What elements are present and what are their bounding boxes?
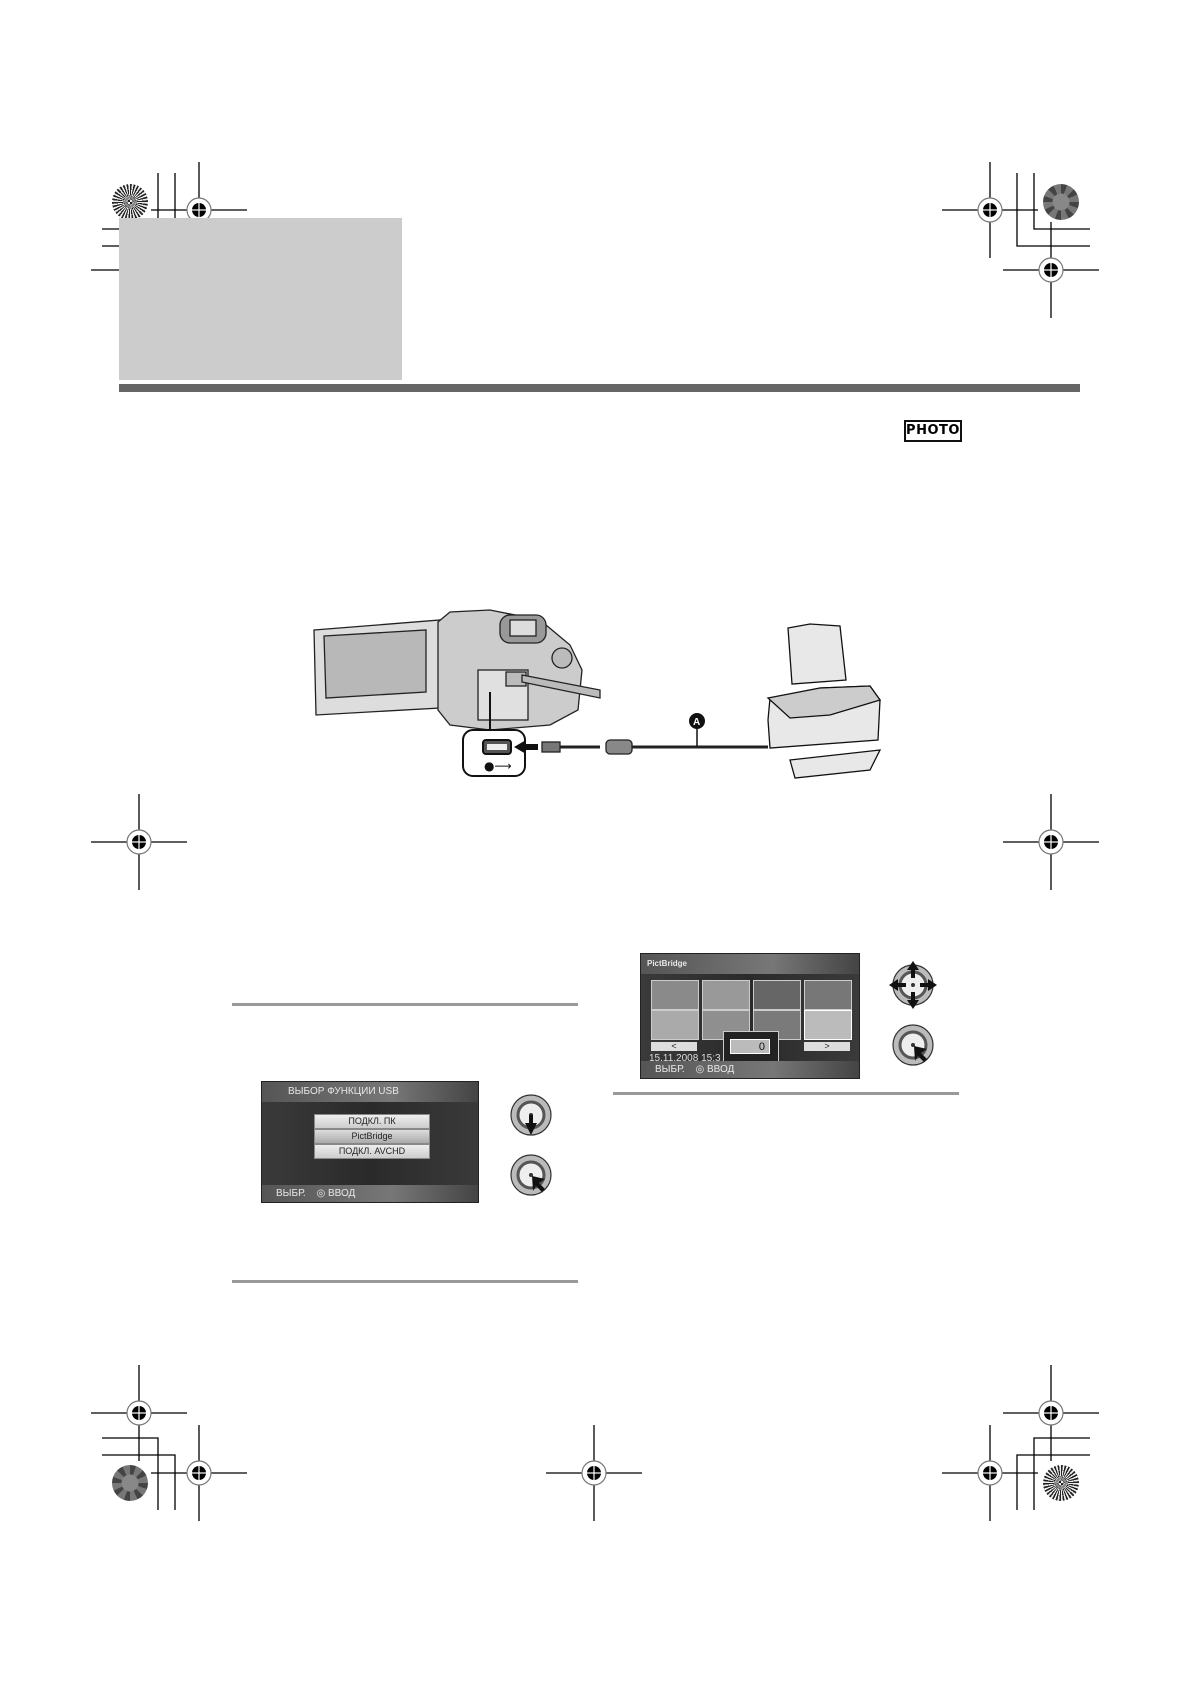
step-separator — [613, 1092, 959, 1095]
insert-arrow-icon — [514, 740, 538, 754]
step-separator — [232, 1280, 578, 1283]
photo-thumbnail[interactable] — [651, 980, 699, 1010]
step-separator — [232, 1003, 578, 1006]
footer-select-label: ВЫБР. — [276, 1188, 306, 1199]
printer — [766, 623, 882, 779]
joystick-press-icon: ◎ — [695, 1064, 705, 1075]
footer-select-label: ВЫБР. — [655, 1064, 685, 1075]
screen-footer: ВЫБР. ◎ ВВОД — [641, 1061, 859, 1078]
title-rule — [119, 384, 1080, 392]
menu-item-pictbridge[interactable]: PictBridge — [314, 1129, 430, 1144]
screen-footer: ВЫБР. ◎ ВВОД — [262, 1185, 478, 1202]
menu-item-avchd-connect[interactable]: ПОДКЛ. AVCHD — [314, 1144, 430, 1159]
photo-thumbnail[interactable] — [702, 980, 750, 1010]
camcorder-body — [437, 609, 601, 731]
joystick-4way-icon — [889, 961, 937, 1009]
camcorder-lcd — [313, 619, 441, 716]
photo-thumbnail-selected[interactable] — [804, 1010, 852, 1040]
callout-a-label: A — [693, 717, 700, 728]
camcorder-printer-illustration: ●⟶ A — [313, 609, 882, 779]
joystick-press-icon — [510, 1154, 552, 1196]
menu-item-pc-connect[interactable]: ПОДКЛ. ПК — [314, 1114, 430, 1129]
photo-mode-badge: PHOTO — [904, 420, 962, 442]
next-page-button[interactable]: > — [804, 1042, 850, 1051]
joystick-down-icon — [510, 1094, 552, 1136]
usb-function-screen: ВЫБОР ФУНКЦИИ USB ПОДКЛ. ПК PictBridge П… — [261, 1081, 479, 1203]
callout-a-marker — [689, 713, 705, 729]
usb-cable — [541, 739, 768, 755]
print-count-stepper[interactable]: 0 — [723, 1031, 779, 1063]
photo-thumbnail[interactable] — [753, 980, 801, 1010]
usb-port-callout: ●⟶ — [462, 692, 526, 777]
footer-enter-label: ВВОД — [706, 1064, 735, 1075]
photo-thumbnail[interactable] — [651, 1010, 699, 1040]
joystick-press-icon: ◎ — [316, 1188, 326, 1199]
print-count-value: 0 — [730, 1039, 770, 1054]
color-registration-star — [112, 1465, 148, 1501]
screen-header: ВЫБОР ФУНКЦИИ USB — [262, 1082, 478, 1102]
joystick-press-icon — [892, 1024, 934, 1066]
color-registration-star — [112, 184, 148, 220]
footer-enter-label: ВВОД — [327, 1188, 356, 1199]
color-registration-star — [1043, 184, 1079, 220]
page-title-box — [119, 218, 402, 380]
prev-page-button[interactable]: < — [651, 1042, 697, 1051]
photo-thumbnail[interactable] — [804, 980, 852, 1010]
color-registration-star — [1043, 1465, 1079, 1501]
pictbridge-screen: PictBridge < > 15.11.2008 15:3 0 ВЫБР. ◎… — [640, 953, 860, 1079]
svg-text:●⟶: ●⟶ — [484, 759, 512, 773]
photo-date: 15.11.2008 15:3 — [649, 1053, 721, 1064]
screen-header: PictBridge — [641, 954, 859, 974]
